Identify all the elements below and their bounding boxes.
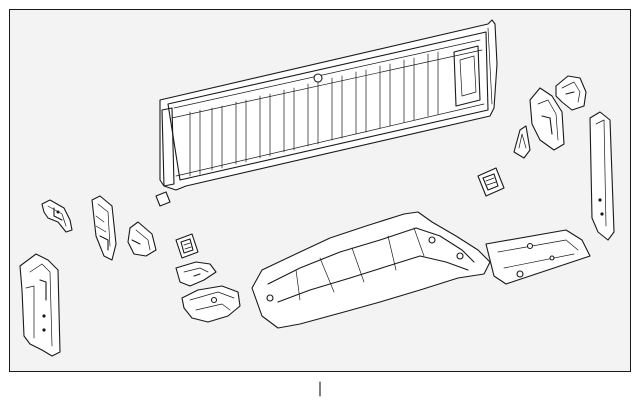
left-side-bracket bbox=[41, 199, 73, 233]
floor-plate bbox=[485, 229, 591, 285]
right-corner-gusset bbox=[529, 87, 565, 151]
clip-bracket-lower bbox=[181, 285, 241, 323]
left-upright-bracket bbox=[91, 195, 117, 261]
right-pillar-reinforcement bbox=[589, 111, 615, 241]
left-gusset bbox=[127, 221, 157, 257]
small-corner-plate bbox=[155, 191, 171, 207]
tie-down-cup-right bbox=[477, 167, 505, 197]
clip-bracket-upper bbox=[175, 261, 217, 287]
rear-panel bbox=[159, 19, 498, 191]
tie-down-cup-left bbox=[175, 233, 199, 259]
crossmember bbox=[251, 211, 491, 329]
left-pillar-reinforcement bbox=[19, 253, 61, 357]
upper-right-bracket bbox=[555, 75, 587, 111]
small-right-clip bbox=[513, 125, 531, 159]
